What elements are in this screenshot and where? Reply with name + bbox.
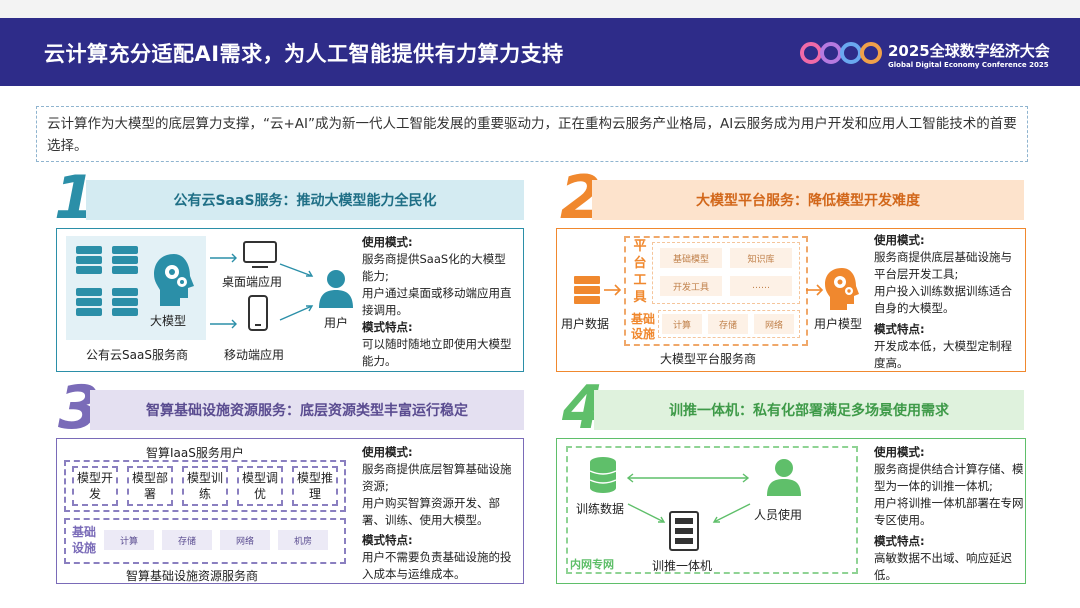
box-model-dev: 模型开发: [72, 466, 118, 506]
chip-network: 网络: [754, 314, 794, 334]
server-cabinet-icon: [669, 511, 699, 551]
section-3-title: 智算基础设施资源服务：底层资源类型丰富运行稳定: [90, 390, 524, 430]
header-bar: [0, 18, 1080, 86]
usage-mode-text-1: 服务商提供SaaS化的大模型能力;: [362, 252, 506, 283]
user-model-label: 用户模型: [814, 317, 863, 331]
section-4-title: 训推一体机：私有化部署满足多场景使用需求: [594, 390, 1024, 430]
section-2-panel: [556, 228, 1026, 372]
logo-ring-icon: [840, 42, 862, 64]
provider-label: 公有云SaaS服务商: [86, 348, 188, 362]
infra-box: [658, 310, 800, 338]
arrow-right-icon: [806, 284, 824, 296]
chip-storage: 存储: [162, 530, 212, 550]
chip-storage: 存储: [708, 314, 748, 334]
user-data-label: 用户数据: [561, 317, 610, 331]
section-2-description: 使用模式: 服务商提供底层基础设施与平台层开发工具; 用户投入训练数据训练适合自…: [874, 232, 1022, 372]
train-data-label: 训练数据: [576, 502, 625, 516]
database-server-icon: [574, 276, 600, 304]
intranet-label: 内网专网: [570, 558, 614, 571]
box-model-infer: 模型推理: [292, 466, 338, 506]
section-4-panel: [556, 438, 1026, 584]
usage-mode-text-1: 服务商提供结合计算存储、模型为一体的训推一体机;: [874, 462, 1024, 493]
user-icon: [767, 459, 801, 496]
section-4-description: 使用模式: 服务商提供结合计算存储、模型为一体的训推一体机; 用户将训推一体机部…: [874, 444, 1024, 584]
page-title: 云计算充分适配AI需求，为人工智能提供有力算力支持: [44, 42, 564, 66]
feature-text: 高敏数据不出域、响应延迟低。: [874, 551, 1012, 582]
box-model-tune: 模型调优: [237, 466, 283, 506]
infra-provider-label: 智算基础设施资源服务商: [126, 569, 259, 583]
usage-mode-text-2: 用户通过桌面或移动端应用直接调用。: [362, 286, 512, 317]
intro-paragraph: 云计算作为大模型的底层算力支撑，“云+AI”成为新一代人工智能发展的重要驱动力，…: [36, 106, 1028, 162]
logo-ring-icon: [860, 42, 882, 64]
logo-text: 2025全球数字经济大会: [888, 42, 1050, 60]
flow-arrows: [210, 253, 314, 329]
server-stack-icon: [76, 246, 138, 316]
logo-subtext: Global Digital Economy Conference 2025: [888, 61, 1049, 69]
conference-logo: 2025全球数字经济大会 Global Digital Economy Conf…: [800, 40, 1062, 74]
workload-frame: [64, 460, 346, 512]
section-3-description: 使用模式: 服务商提供底层智算基础设施资源; 用户购买智算资源开发、部署、训练、…: [362, 444, 518, 583]
tools-box: [652, 242, 800, 304]
usage-mode-text-2: 用户将训推一体机部署在专网专区使用。: [874, 496, 1024, 527]
user-label: 用户: [324, 316, 349, 330]
section-3-panel: [56, 438, 524, 584]
usage-mode-text-2: 用户投入训练数据训练适合自身的大模型。: [874, 284, 1012, 315]
user-icon: [319, 270, 353, 308]
mobile-phone-icon: [248, 295, 268, 331]
usage-mode-heading: 使用模式:: [362, 445, 413, 459]
infra-label: 基础设施: [630, 312, 655, 341]
feature-heading: 模式特点:: [874, 534, 925, 548]
mobile-app-label: 移动端应用: [224, 348, 285, 362]
section-2-title: 大模型平台服务：降低模型开发难度: [592, 180, 1024, 220]
usage-mode-text-1: 服务商提供底层智算基础设施资源;: [362, 462, 512, 493]
staff-use-label: 人员使用: [754, 508, 803, 522]
ai-head-icon: [154, 254, 194, 306]
chip-compute: 计算: [104, 530, 154, 550]
chip-dev-tools: 开发工具: [660, 276, 722, 296]
chip-knowledge-base: 知识库: [730, 248, 792, 268]
platform-frame: [624, 236, 808, 346]
chip-more: ……: [730, 276, 792, 296]
platform-provider-label: 大模型平台服务商: [660, 352, 757, 366]
box-model-train: 模型训练: [182, 466, 228, 506]
ai-head-icon: [825, 268, 859, 310]
infra-label: 基础设施: [71, 525, 96, 555]
chip-network: 网络: [220, 530, 270, 550]
logo-ring-icon: [820, 42, 842, 64]
usage-mode-text-1: 服务商提供底层基础设施与平台层开发工具;: [874, 250, 1012, 281]
machine-label: 训推一体机: [652, 559, 713, 573]
feature-text: 可以随时随地立即使用大模型能力。: [362, 337, 512, 368]
usage-mode-heading: 使用模式:: [362, 235, 413, 249]
usage-mode-text-2: 用户购买智算资源开发、部署、训练、使用大模型。: [362, 496, 500, 527]
section-1-description: 使用模式: 服务商提供SaaS化的大模型能力; 用户通过桌面或移动端应用直接调用…: [362, 234, 516, 370]
chip-datacenter: 机房: [278, 530, 328, 550]
infra-frame: [64, 518, 346, 564]
section-1-title: 公有云SaaS服务：推动大模型能力全民化: [86, 180, 524, 220]
feature-heading: 模式特点:: [362, 533, 413, 547]
usage-mode-heading: 使用模式:: [874, 233, 925, 247]
desktop-monitor-icon: [243, 241, 277, 268]
model-label: 大模型: [150, 314, 187, 328]
flow-arrows: [626, 473, 751, 523]
iaas-user-label: 智算IaaS服务用户: [146, 446, 244, 460]
feature-text: 用户不需要负责基础设施的投入成本与运维成本。: [362, 550, 512, 581]
desktop-app-label: 桌面端应用: [222, 275, 283, 289]
feature-heading: 模式特点:: [362, 320, 413, 334]
arrow-right-icon: [604, 284, 622, 296]
chip-base-model: 基础模型: [660, 248, 722, 268]
section-1-panel: [56, 228, 524, 372]
box-model-deploy: 模型部署: [127, 466, 173, 506]
intranet-frame: [566, 446, 858, 574]
platform-tools-label: 平台工具: [633, 239, 647, 305]
feature-text: 开发成本低，大模型定制程度高。: [874, 339, 1012, 370]
usage-mode-heading: 使用模式:: [874, 445, 925, 459]
feature-heading: 模式特点:: [874, 322, 925, 336]
database-icon: [589, 457, 617, 493]
logo-ring-icon: [800, 42, 822, 64]
chip-compute: 计算: [662, 314, 702, 334]
